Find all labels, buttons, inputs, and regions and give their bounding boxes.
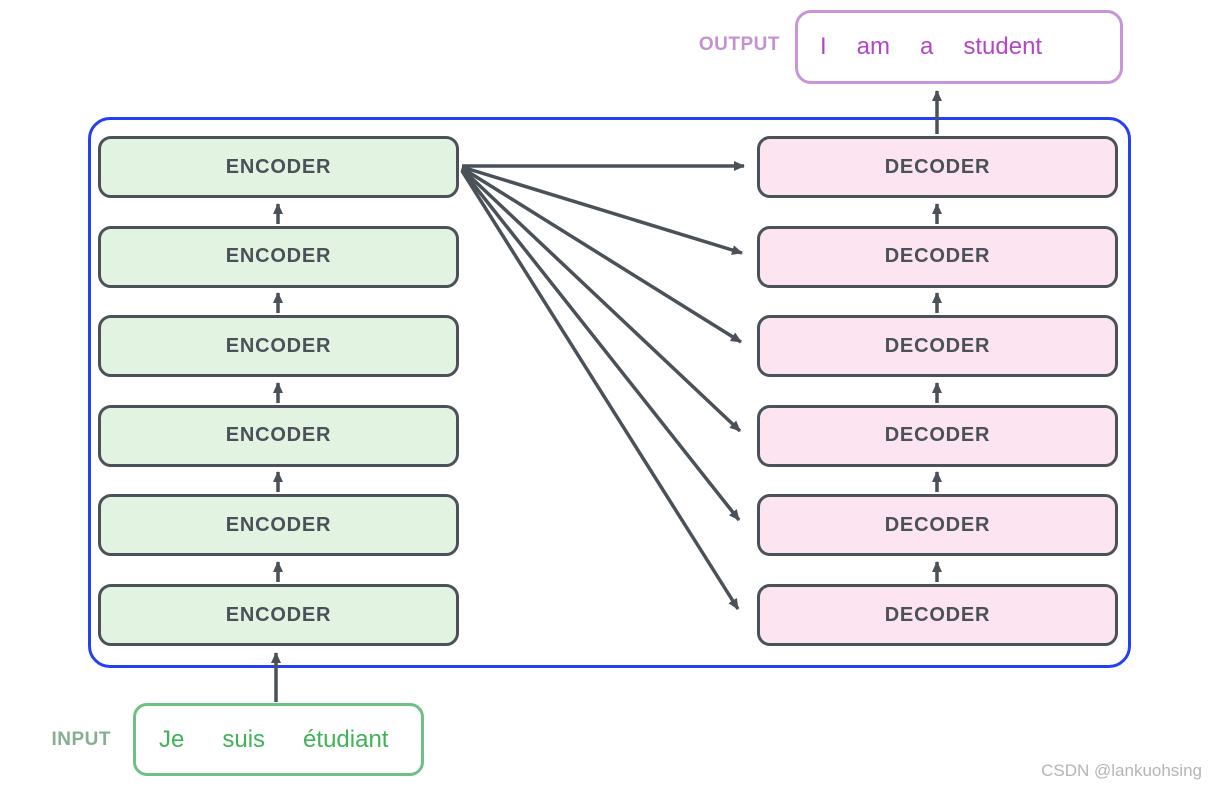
input-label: INPUT (51, 729, 111, 750)
decoder-block: DECODER (757, 584, 1118, 646)
watermark: CSDN @lankuohsing (1041, 761, 1202, 780)
output-word: student (963, 33, 1043, 60)
encoder-block: ENCODER (98, 136, 459, 198)
encoder-block: ENCODER (98, 494, 459, 557)
output-label: OUTPUT (698, 34, 780, 55)
decoder-block: DECODER (757, 136, 1118, 198)
encoder-block: ENCODER (98, 315, 459, 378)
output-phrase-box: I am a student (795, 10, 1123, 84)
encoder-decoder-container (88, 117, 1131, 668)
encoder-block: ENCODER (98, 225, 459, 288)
input-word: Je (159, 725, 185, 753)
decoder-block: DECODER (757, 225, 1118, 288)
input-word: suis (222, 725, 266, 753)
decoder-block: DECODER (757, 494, 1118, 557)
encoder-block: ENCODER (98, 584, 459, 646)
output-word: am (856, 33, 891, 60)
decoder-block: DECODER (757, 404, 1118, 467)
encoder-block: ENCODER (98, 404, 459, 467)
input-phrase-box: Je suis étudiant (133, 703, 424, 776)
input-word: étudiant (303, 725, 389, 753)
decoder-block: DECODER (757, 315, 1118, 378)
output-word: I (820, 33, 827, 60)
output-word: a (920, 33, 934, 60)
